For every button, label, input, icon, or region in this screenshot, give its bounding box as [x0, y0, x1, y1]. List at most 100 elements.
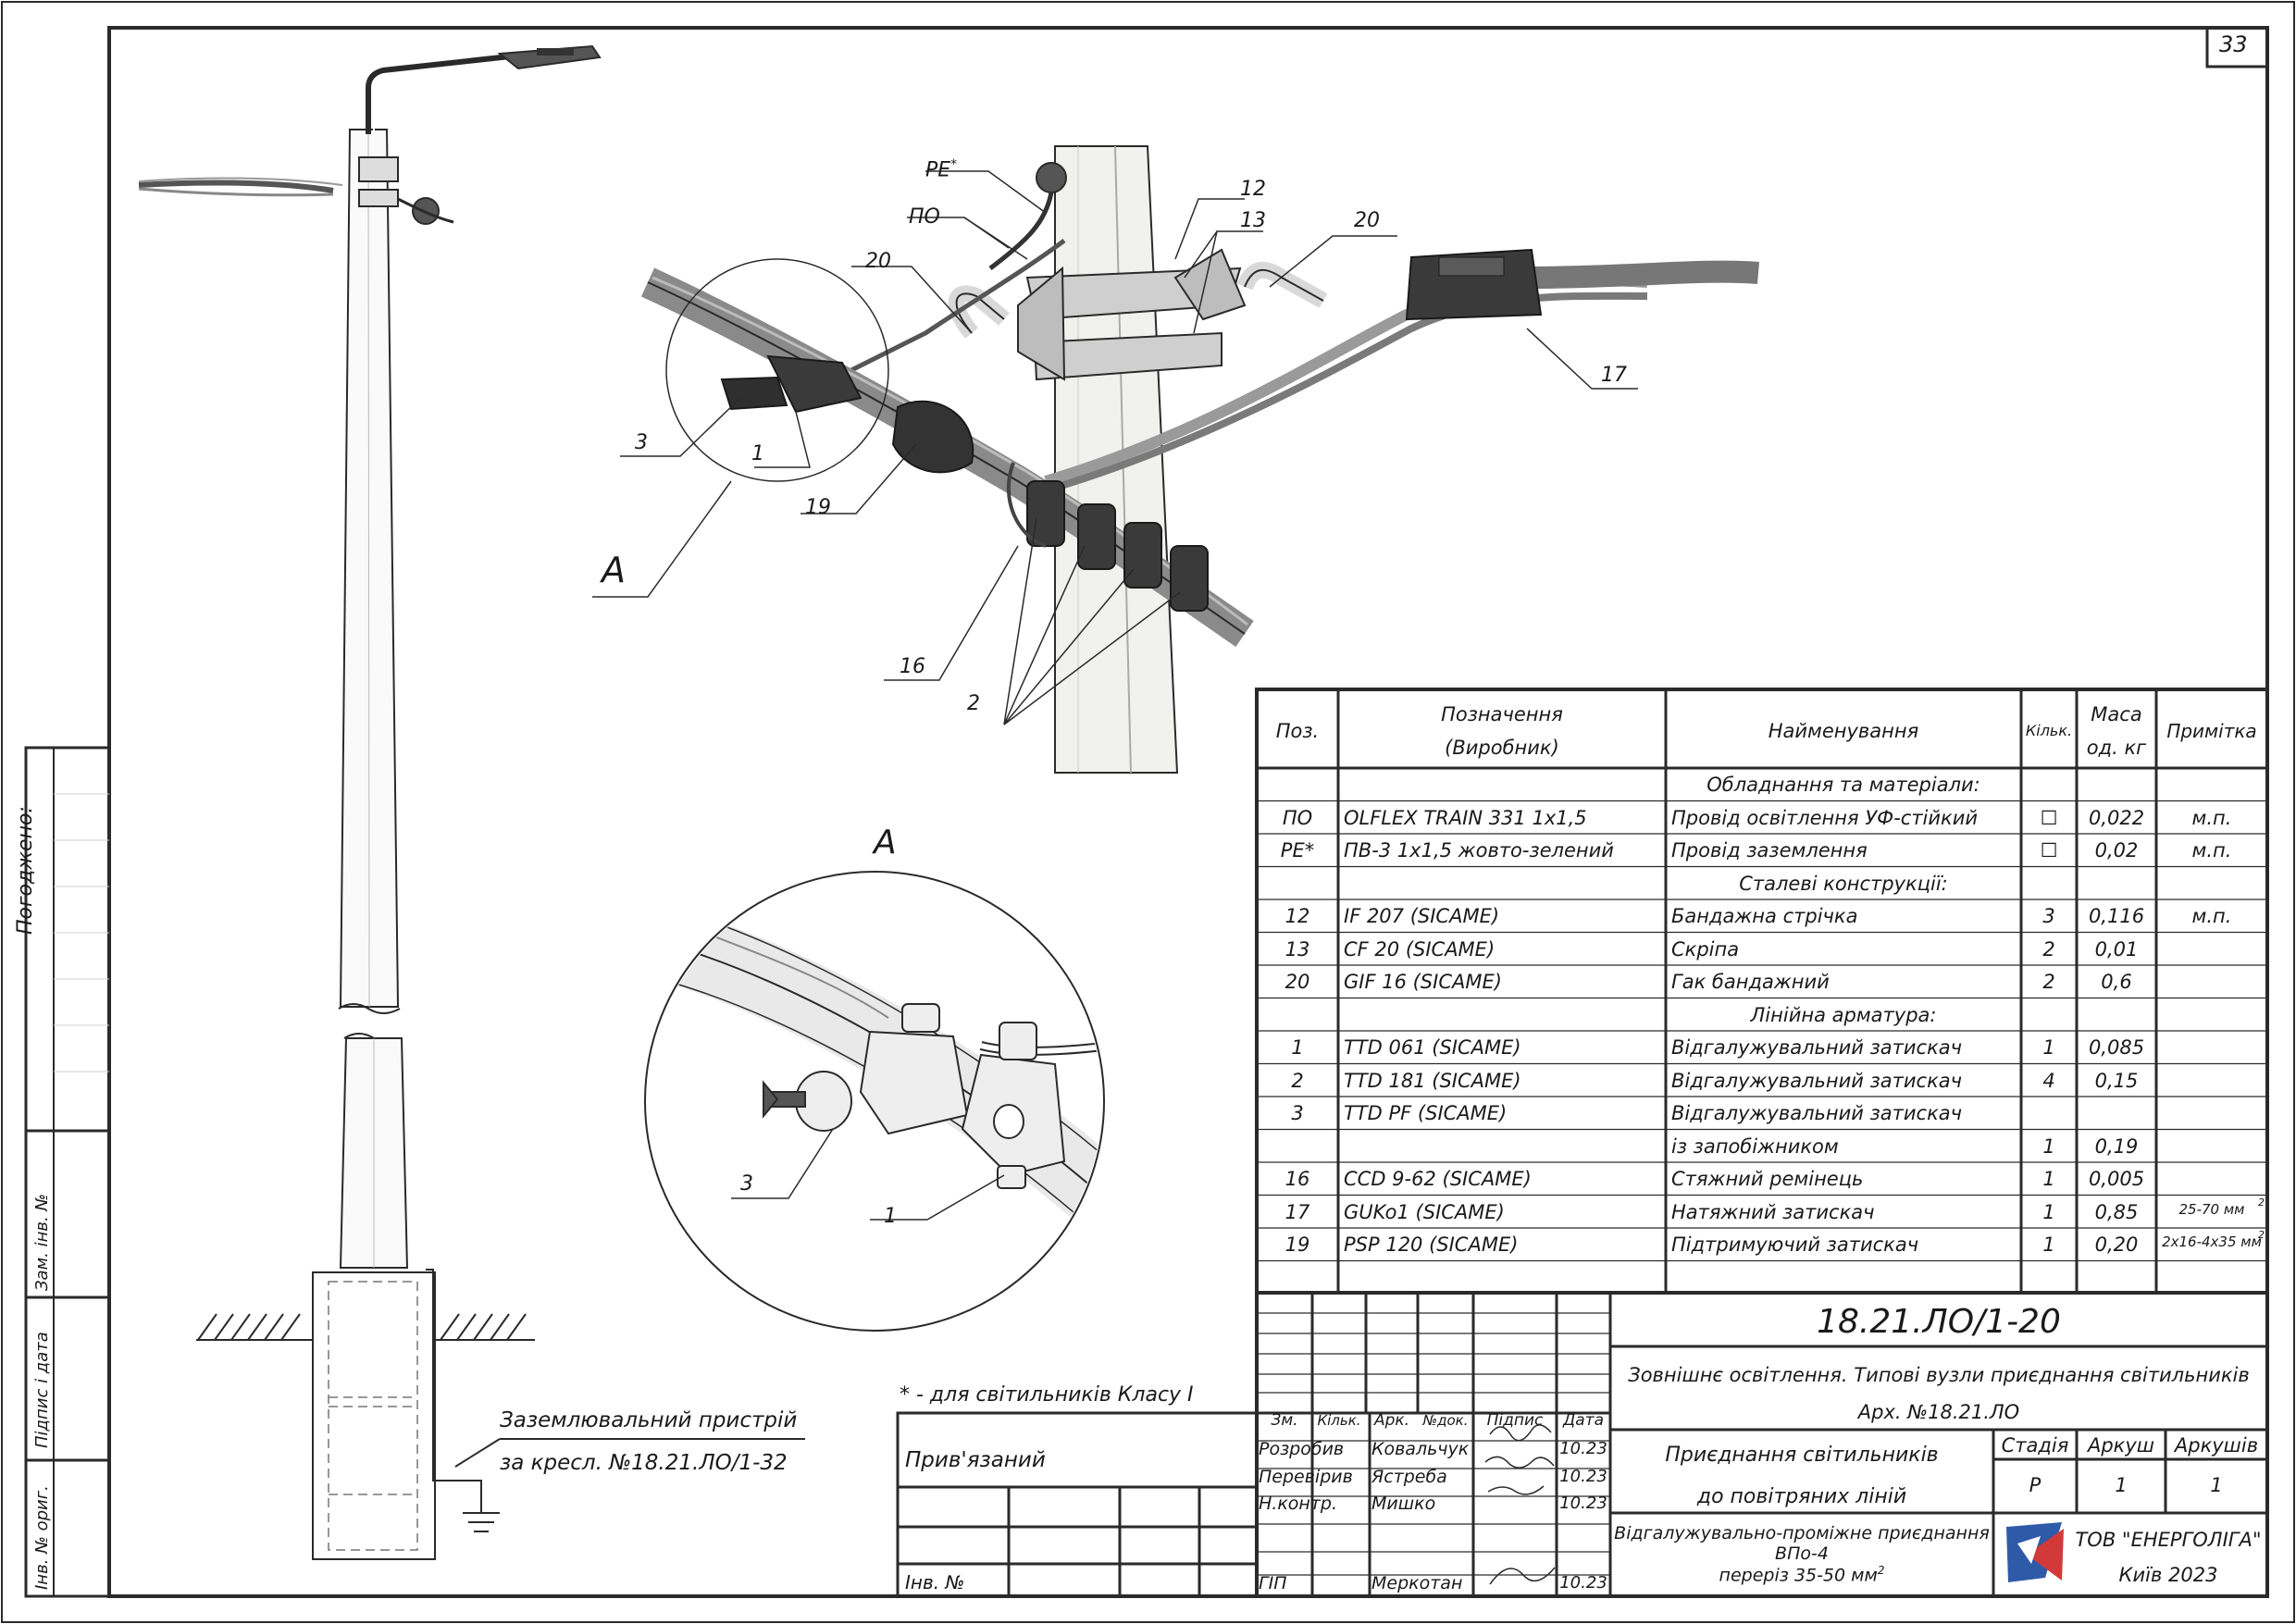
- spec-cell-pos: 17: [1285, 1200, 1310, 1223]
- callout-16: 16: [900, 655, 925, 678]
- spec-note-sup: 2: [2258, 1196, 2265, 1209]
- spec-cell-name: Провід освітлення УФ-стійкий: [1671, 806, 1979, 829]
- spec-cell-qty: 2: [2042, 971, 2055, 993]
- footnote: * - для світильників Класу І: [900, 1383, 1194, 1407]
- spec-cell-note: м.п.: [2191, 839, 2232, 862]
- callout-13: 13: [1240, 209, 1266, 232]
- spec-note-sup: 2: [2258, 1229, 2265, 1241]
- callout-19: 19: [805, 496, 831, 519]
- inv-no-label: Інв. №: [905, 1571, 965, 1593]
- spec-cell-des: ПВ-3 1х1,5 жовто-зелений: [1344, 839, 1614, 862]
- hdr-designation-2: (Виробник): [1445, 737, 1559, 759]
- hdr-mass-2: од. кг: [2086, 737, 2147, 759]
- spec-cell-des: GUKo1 (SICAME): [1344, 1200, 1505, 1223]
- spec-cell-mass: 0,005: [2088, 1168, 2145, 1190]
- callout-20-left: 20: [865, 250, 891, 273]
- detail-A-view: [644, 871, 1105, 1332]
- spec-cell-name: Гак бандажний: [1671, 971, 1830, 993]
- side-stamp-pogodzheno: Погоджено:: [14, 806, 37, 935]
- side-stamp-inv-orig: Інв. № ориг.: [32, 1485, 52, 1590]
- hdr-note: Примітка: [2166, 720, 2257, 742]
- spec-cell-name: Підтримуючий затискач: [1671, 1233, 1919, 1256]
- title-person-date: 10.23: [1559, 1439, 1607, 1458]
- spec-cell-des: TTD PF (SICAME): [1344, 1102, 1508, 1124]
- spec-cell-qty: ☐: [2040, 839, 2058, 862]
- drawing-title-line1: Приєднання світильників: [1665, 1444, 1939, 1467]
- drawing-title-line2: до повітряних ліній: [1696, 1485, 1907, 1508]
- spec-cell-name: Стяжний ремінець: [1671, 1168, 1864, 1190]
- spec-cell-note: 25-70 мм: [2178, 1200, 2245, 1218]
- spec-cell-qty: 1: [2042, 1168, 2055, 1190]
- company-name: ТОВ "ЕНЕРГОЛІГА": [2075, 1529, 2262, 1551]
- col-kilk: Кільк.: [1317, 1412, 1361, 1429]
- spec-cell-des: PSP 120 (SICAME): [1344, 1233, 1519, 1256]
- attachment-isometric-view: [640, 145, 1759, 774]
- spec-cell-pos: 20: [1285, 971, 1310, 993]
- spec-cell-pos: 3: [1291, 1102, 1304, 1124]
- company-logo: [2006, 1522, 2064, 1582]
- spec-cell-name: Скріпа: [1671, 937, 1740, 961]
- title-person-date: 10.23: [1559, 1494, 1607, 1513]
- sheet-desc-line3: переріз 35-50 мм2: [1719, 1564, 1885, 1586]
- spec-cell-qty: 4: [2042, 1069, 2055, 1092]
- spec-cell-qty: 3: [2042, 905, 2055, 927]
- spec-cell-name: Відгалужувальний затискач: [1671, 1069, 1963, 1092]
- spec-cell-pos: PE*: [1280, 839, 1315, 862]
- sheets-value: 1: [2210, 1474, 2223, 1496]
- spec-cell-qty: 2: [2042, 937, 2055, 961]
- spec-cell-des: TTD 181 (SICAME): [1344, 1069, 1521, 1092]
- callout-12: 12: [1240, 178, 1266, 201]
- pryviazanyi-label: Прив'язаний: [905, 1448, 1046, 1472]
- spec-cell-qty: ☐: [2040, 806, 2058, 829]
- callout-1: 1: [751, 442, 764, 465]
- spec-cell-qty: 1: [2042, 1134, 2055, 1158]
- title-person-role: Розробив: [1259, 1439, 1345, 1459]
- spec-cell-pos: 1: [1291, 1036, 1304, 1059]
- callout-po: ПО: [909, 205, 940, 229]
- col-pidpys: Підпис: [1486, 1411, 1544, 1430]
- spec-cell-des: CF 20 (SICAME): [1344, 937, 1496, 961]
- spec-cell-name: Обладнання та матеріали:: [1706, 774, 1980, 796]
- stage-label: Стадія: [2001, 1434, 2069, 1457]
- spec-cell-mass: 0,19: [2094, 1134, 2139, 1158]
- detail-leaders: [731, 1128, 1005, 1221]
- spec-cell-note: 2х16-4х35 мм: [2162, 1233, 2262, 1250]
- sheet-desc-line1: Відгалужувально-проміжне приєднання: [1614, 1523, 1990, 1543]
- spec-cell-name: Відгалужувальний затискач: [1671, 1036, 1963, 1059]
- side-approval-stamp: [24, 746, 111, 1598]
- project-line2: Арх. №18.21.ЛО: [1857, 1401, 2020, 1423]
- project-line1: Зовнішнє освітлення. Типові вузли приєдн…: [1628, 1364, 2250, 1386]
- spec-cell-mass: 0,116: [2088, 905, 2145, 927]
- detail-A-label: А: [874, 824, 897, 862]
- spec-cell-des: TTD 061 (SICAME): [1344, 1036, 1521, 1059]
- title-person-name: Меркотан: [1371, 1573, 1463, 1593]
- doc-code: 18.21.ЛО/1-20: [1817, 1303, 2061, 1341]
- title-person-role: ГІП: [1259, 1573, 1287, 1593]
- title-person-name: Ястреба: [1371, 1467, 1447, 1487]
- sheet-desc-line2: ВПо-4: [1775, 1543, 1829, 1564]
- pole-elevation: [138, 44, 805, 1560]
- title-person-name: Мишко: [1371, 1494, 1436, 1514]
- sheet-number-box: [2205, 26, 2269, 68]
- side-stamp-pidpys-data: Підпис і дата: [32, 1332, 52, 1448]
- spec-cell-qty: 1: [2042, 1233, 2055, 1256]
- spec-cell-pos: ПО: [1282, 806, 1313, 829]
- spec-cell-qty: 1: [2042, 1200, 2055, 1223]
- spec-cell-qty: 1: [2042, 1036, 2055, 1059]
- col-zm: Зм.: [1271, 1411, 1298, 1430]
- spec-cell-des: OLFLEX TRAIN 331 1x1,5: [1344, 806, 1587, 829]
- hdr-designation-1: Позначення: [1441, 703, 1563, 725]
- spec-cell-pos: 16: [1285, 1168, 1310, 1190]
- spec-cell-name: Лінійна арматура:: [1750, 1003, 1937, 1026]
- spec-cell-note: м.п.: [2191, 806, 2232, 829]
- spec-cell-name: Сталеві конструкції:: [1739, 872, 1948, 895]
- sheet-number: 33: [2219, 31, 2248, 57]
- hdr-name: Найменування: [1768, 720, 1919, 742]
- spec-cell-pos: 2: [1291, 1069, 1304, 1092]
- hdr-pos: Поз.: [1275, 720, 1320, 742]
- sheet-label: Аркуш: [2087, 1434, 2155, 1457]
- callout-A: А: [602, 550, 626, 590]
- spec-cell-mass: 0,01: [2094, 937, 2139, 961]
- hdr-mass-1: Маса: [2091, 703, 2142, 725]
